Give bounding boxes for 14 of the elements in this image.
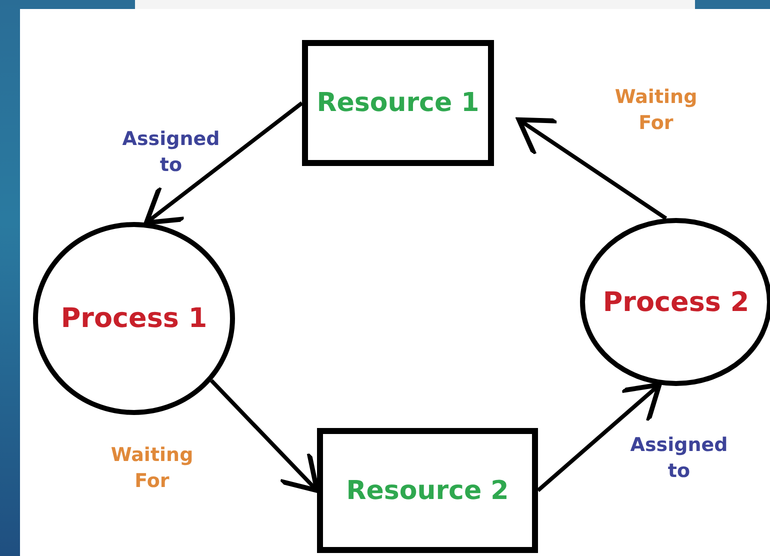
node-label: Process 2 — [602, 286, 750, 318]
arrow — [536, 382, 662, 492]
node-label: Process 1 — [60, 303, 208, 334]
arrow — [210, 379, 320, 493]
edge-label: Assigned to — [121, 127, 221, 178]
edge-label: Waiting For — [110, 443, 194, 494]
node-label: Resource 1 — [316, 88, 480, 118]
arrow — [516, 117, 668, 220]
resource-box — [302, 40, 494, 166]
edge-label: Assigned to — [629, 433, 729, 484]
node-label: Resource 2 — [346, 476, 509, 506]
resource-box — [317, 428, 538, 553]
arrow — [144, 101, 304, 226]
edge-label: Waiting For — [614, 85, 698, 136]
